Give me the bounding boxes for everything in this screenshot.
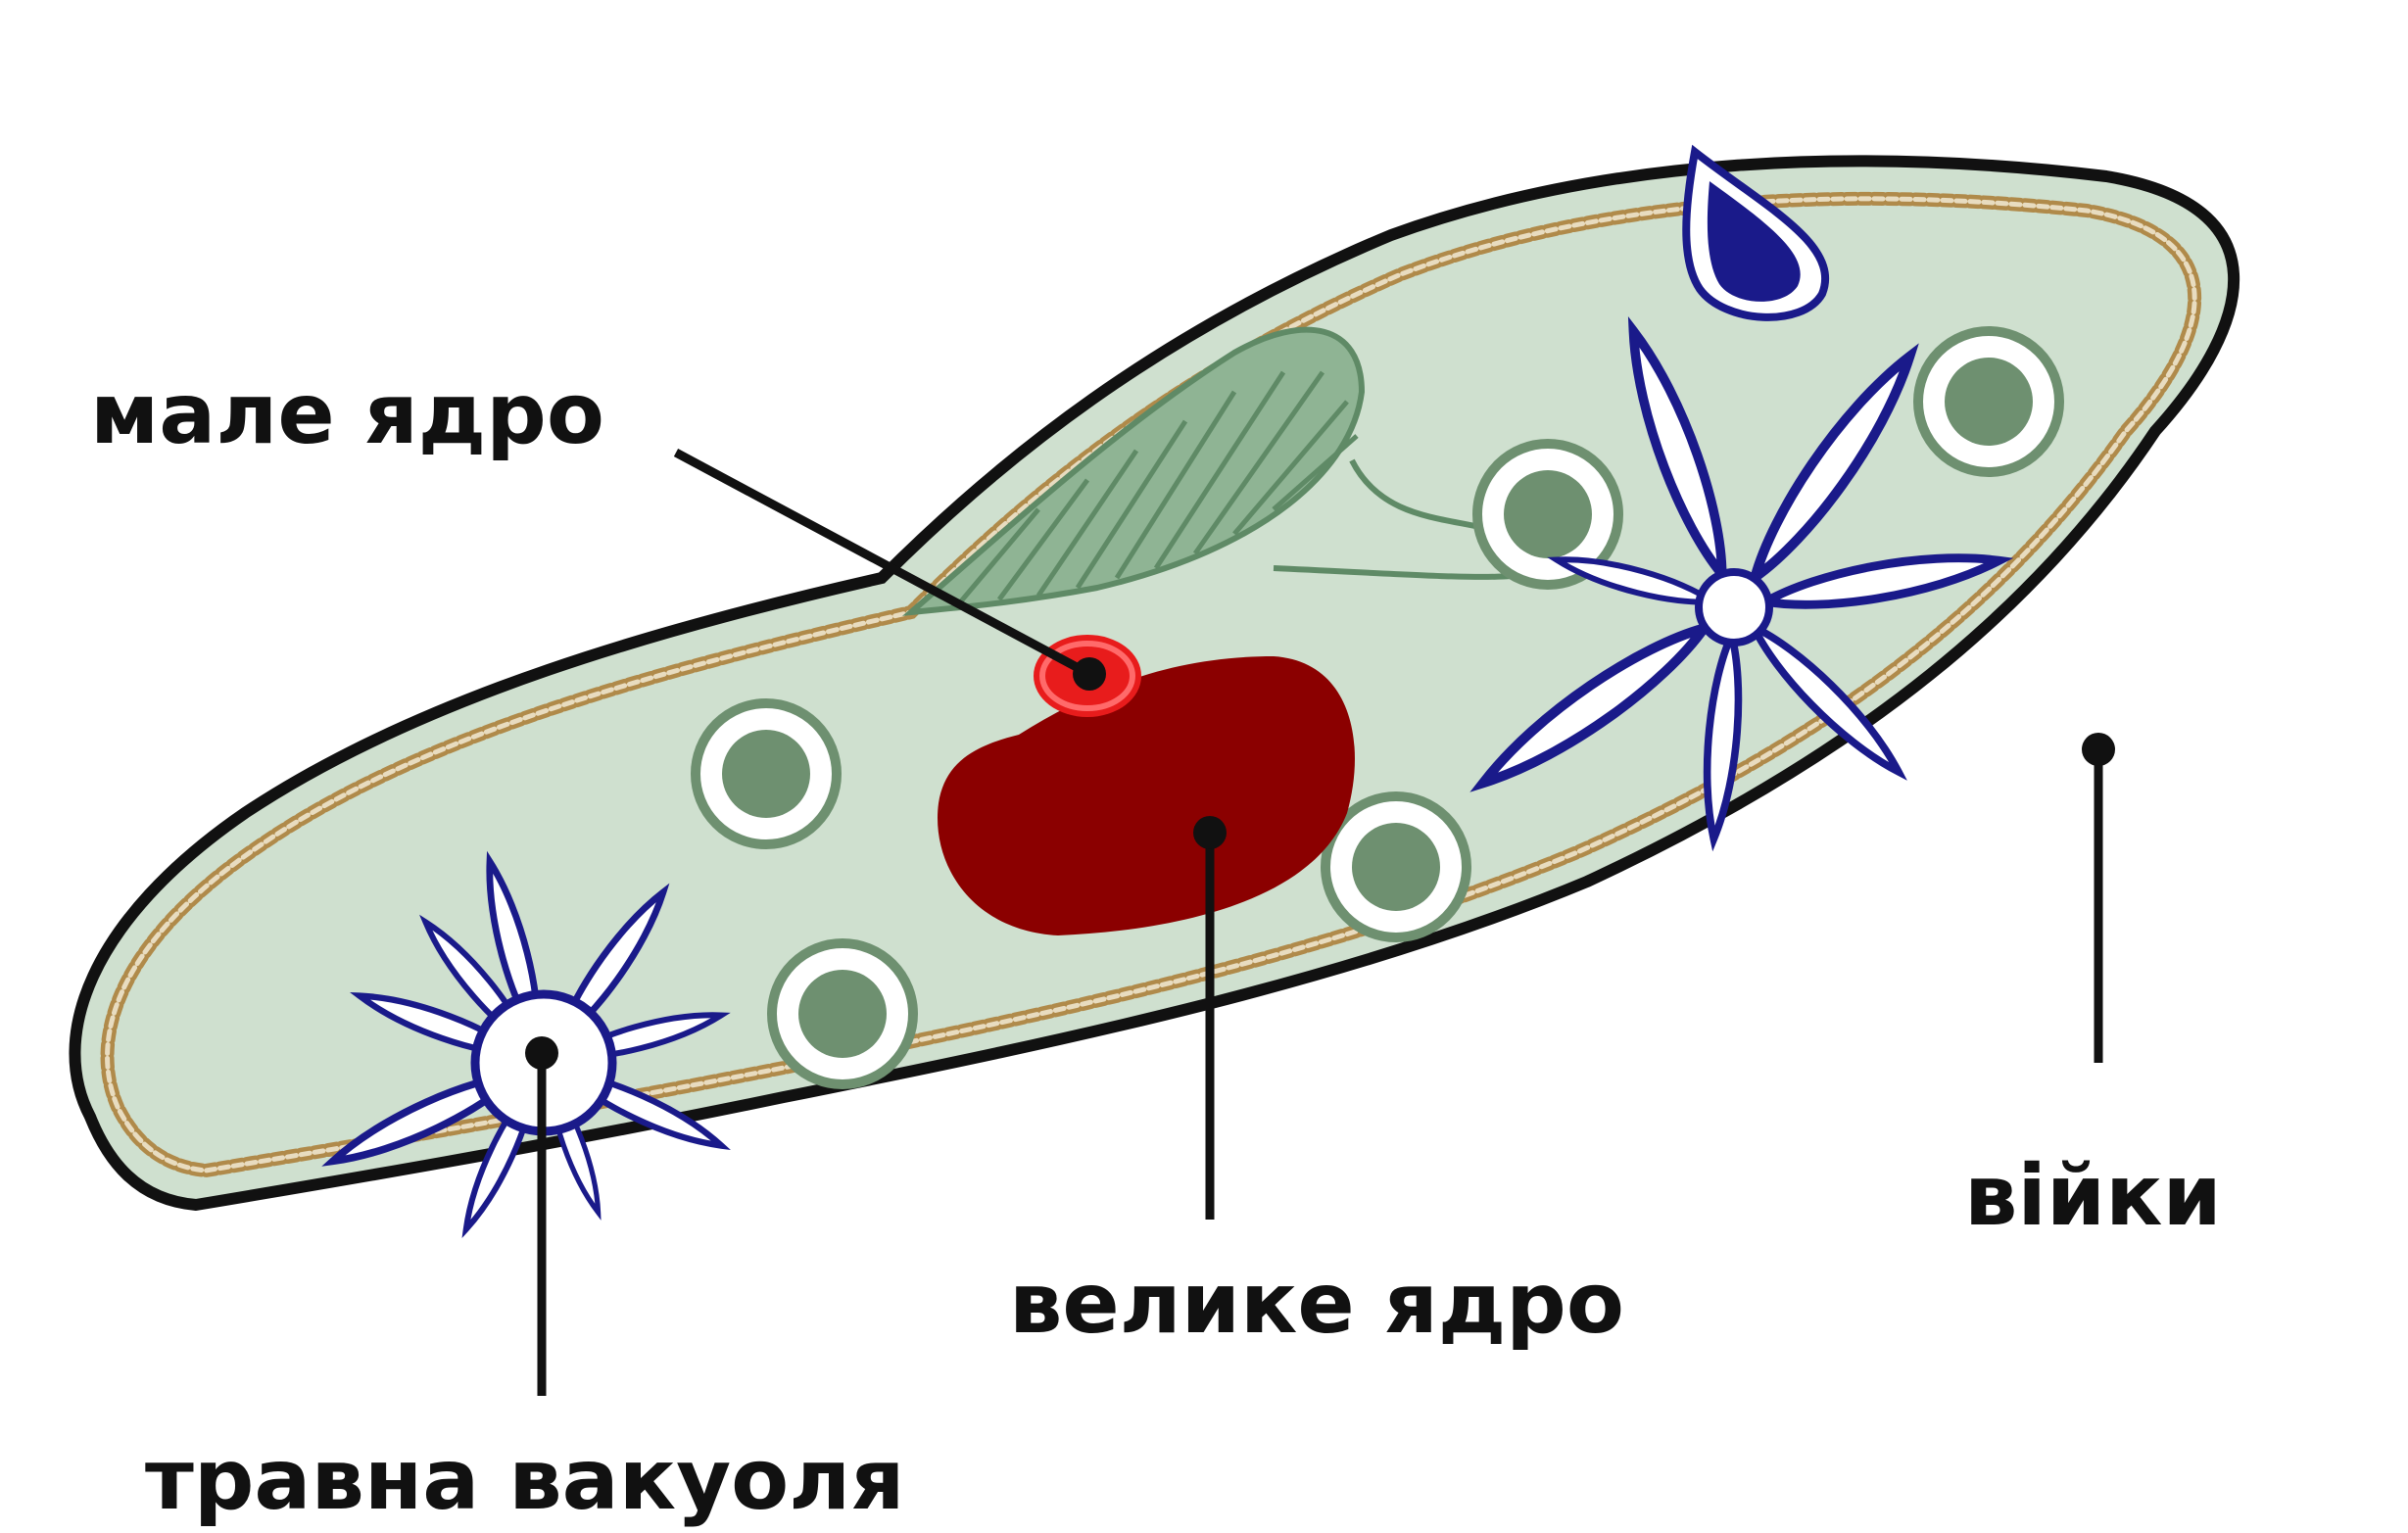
teardrop-vacuole (1682, 144, 1830, 321)
pointer-dot-digestive-vacuole (525, 1036, 558, 1070)
pointer-dot-small-nucleus (1073, 657, 1106, 691)
food-vacuole (1472, 439, 1623, 590)
food-vacuole (767, 938, 918, 1089)
food-vacuole (1321, 791, 1471, 942)
label-large-nucleus: велике ядро (1009, 1255, 1624, 1353)
label-small-nucleus: мале ядро (90, 365, 604, 463)
pointer-dot-large-nucleus (1193, 816, 1227, 849)
leader-line-small-nucleus (673, 449, 1092, 678)
pointer-dot-cilia (2082, 733, 2115, 766)
food-vacuole (691, 698, 842, 849)
food-vacuole (1913, 326, 2064, 477)
contractile-vacuole-right (1472, 325, 2001, 840)
label-cilia: війки (1964, 1147, 2222, 1245)
macronucleus (938, 656, 1355, 935)
label-digestive-vacuole: травна вакуоля (145, 1431, 904, 1529)
oral-groove (901, 326, 1541, 616)
